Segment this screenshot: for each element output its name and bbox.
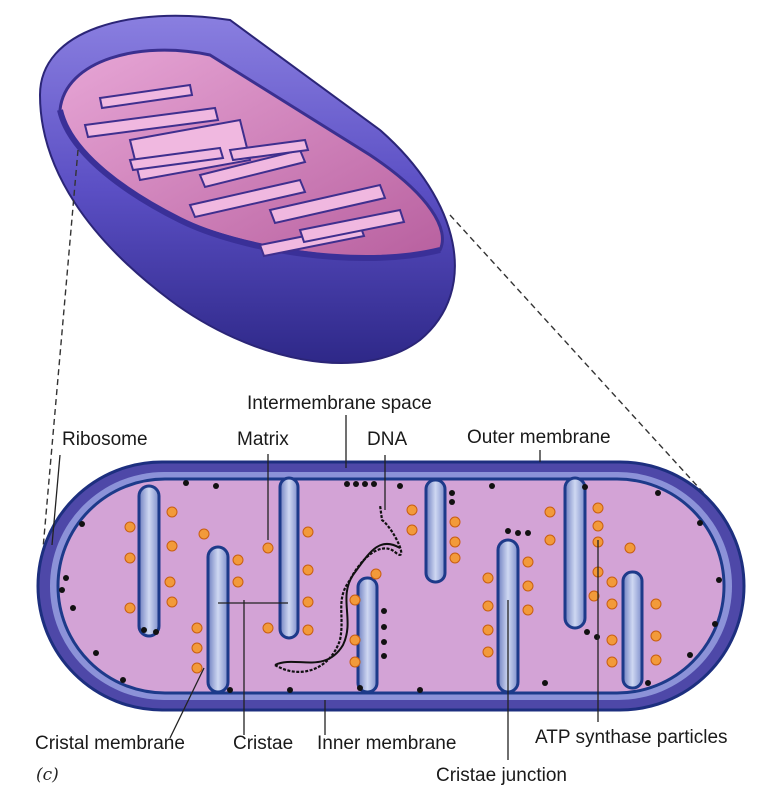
label-ribosome: Ribosome xyxy=(62,429,148,450)
label-cristae-junction: Cristae junction xyxy=(436,765,567,786)
label-intermembrane-space: Intermembrane space xyxy=(247,393,432,414)
cristae-from-top xyxy=(137,476,587,640)
label-atp-synthase-particles: ATP synthase particles xyxy=(535,727,728,748)
label-inner-membrane: Inner membrane xyxy=(317,733,457,754)
cristae-3d xyxy=(83,83,406,258)
mitochondrion-3d xyxy=(38,14,456,365)
cross-section xyxy=(36,415,746,760)
ribosomes xyxy=(59,480,722,693)
label-cristae: Cristae xyxy=(233,733,294,754)
label-dna: DNA xyxy=(367,429,408,450)
projection-lines xyxy=(41,149,711,561)
label-cristal-membrane: Cristal membrane xyxy=(35,733,185,754)
panel-label: (c) xyxy=(36,765,59,785)
label-outer-membrane: Outer membrane xyxy=(467,427,611,448)
atp-synthase-particles xyxy=(124,502,662,674)
shell-rim-3d xyxy=(57,109,441,262)
label-matrix: Matrix xyxy=(237,429,289,450)
leader-lines xyxy=(51,415,599,760)
dna-strand xyxy=(274,504,403,673)
